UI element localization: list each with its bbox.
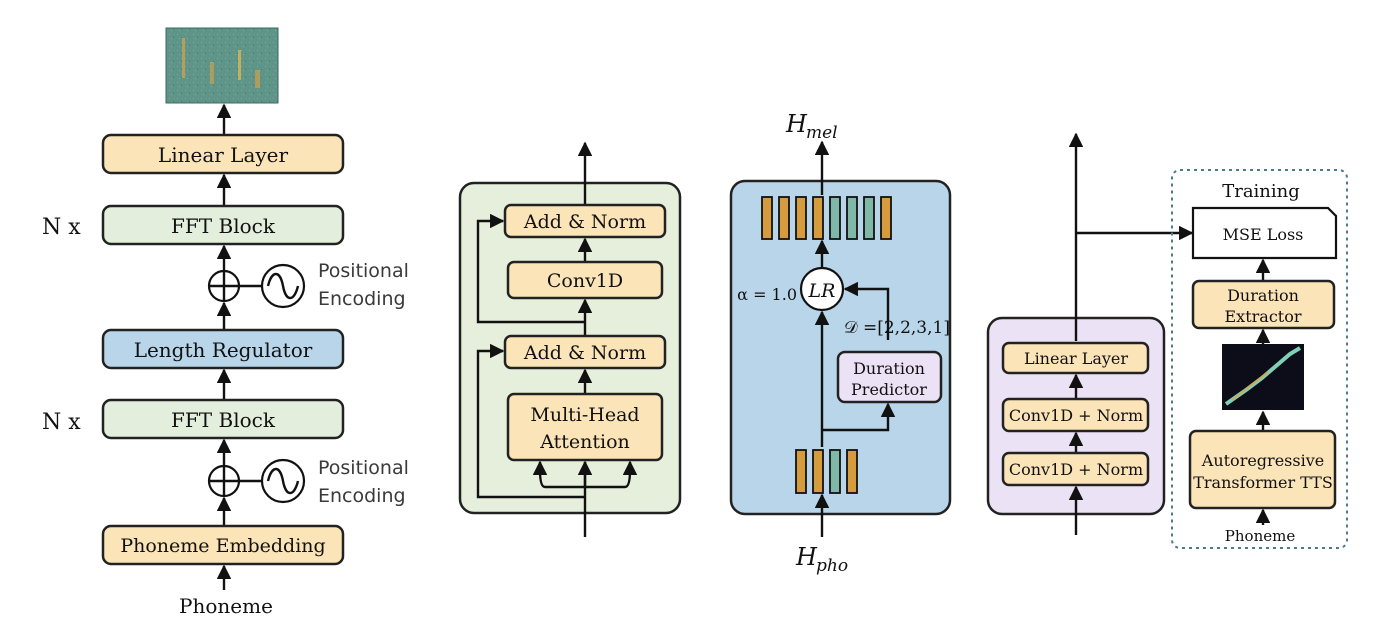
phoneme-embedding-box: [101, 524, 345, 566]
sine-wave-top-icon: [260, 263, 306, 309]
sine-wave-bottom-icon: [260, 458, 306, 504]
duration-extractor-box: [1191, 279, 1336, 330]
length-regulator-label: Length Regulator: [134, 338, 313, 362]
duration-predictor-line2: Predictor: [851, 380, 927, 399]
h-mel-base: H: [785, 110, 808, 138]
lr-label: LR: [808, 280, 836, 302]
length-regulator-container: [729, 179, 952, 516]
pos-enc-top-line1: Positional: [318, 260, 409, 282]
mel-bar: [863, 196, 875, 240]
linear-layer-label: Linear Layer: [158, 143, 289, 167]
mse-loss-label: MSE Loss: [1223, 225, 1304, 244]
mel-bar: [778, 196, 790, 240]
duration-predictor-line1: Duration: [853, 359, 925, 378]
pho-bar: [829, 449, 841, 494]
conv-norm-top-box: [1001, 397, 1150, 433]
n-times-bottom: N x: [42, 410, 81, 435]
pho-bar: [795, 449, 807, 494]
residual-bottom-arrow: [476, 343, 585, 499]
pho-bar: [846, 449, 858, 494]
mse-loss-box: [1191, 206, 1338, 260]
linear-layer-box: [101, 133, 345, 175]
pos-enc-top-line2: Encoding: [318, 288, 406, 310]
to-duration-predictor-arrow: [822, 402, 896, 432]
attn-input-right: [585, 460, 638, 489]
multi-head-attention-box: [506, 392, 664, 462]
mel-bar: [829, 196, 841, 240]
fft-block-bottom-box: [101, 398, 345, 440]
ar-tts-line2: Transformer TTS: [1193, 473, 1333, 492]
add-norm-top-box: [503, 203, 667, 239]
dp-linear-layer-box: [1001, 341, 1150, 375]
phoneme-input-label: Phoneme: [179, 594, 273, 618]
training-label: Training: [1222, 181, 1300, 202]
fft-block-bottom-label: FFT Block: [171, 408, 276, 432]
fft-block-top-box: [101, 204, 345, 246]
panel-d-duration-predictor: Linear Layer Conv1D + Norm Conv1D + Norm…: [986, 132, 1348, 549]
pos-enc-bottom-line1: Positional: [318, 457, 409, 479]
training-container: [1171, 169, 1348, 549]
lr-operator-circle: LR: [799, 266, 845, 312]
duration-to-lr-arrow: [843, 281, 890, 340]
pos-enc-bottom-line2: Encoding: [318, 485, 406, 507]
mel-spectrogram-output: [165, 27, 279, 104]
h-mel-sub: mel: [806, 123, 838, 143]
attn-input-left: [532, 460, 585, 489]
conv-norm-bottom-box: [1001, 451, 1150, 487]
mel-bar: [880, 196, 892, 240]
add-norm-bottom-label: Add & Norm: [523, 342, 646, 364]
duration-extractor-line2: Extractor: [1225, 307, 1302, 326]
dp-linear-layer-label: Linear Layer: [1024, 349, 1128, 368]
ar-tts-line1: Autoregressive: [1201, 451, 1324, 470]
training-phoneme-label: Phoneme: [1225, 527, 1296, 545]
duration-predictor-box: [836, 350, 943, 404]
mel-bar: [846, 196, 858, 240]
phoneme-embedding-label: Phoneme Embedding: [120, 535, 325, 557]
conv1d-label: Conv1D: [547, 270, 623, 292]
pho-bar: [812, 449, 824, 494]
add-circle-bottom-icon: [207, 464, 241, 498]
length-regulator-box: [101, 328, 345, 370]
mel-bar: [795, 196, 807, 240]
attention-alignment-image: [1222, 344, 1304, 410]
duration-extractor-line1: Duration: [1227, 286, 1299, 305]
phoneme-input-bars: [795, 449, 858, 494]
h-pho-base: H: [795, 543, 818, 571]
conv-norm-top-label: Conv1D + Norm: [1009, 406, 1143, 425]
conv1d-box: [506, 260, 664, 300]
add-circle-top-icon: [207, 269, 241, 303]
panel-c-length-regulator: H mel LR α = 1.0 𝒟 =[2,2,3,1] Duration P…: [729, 110, 952, 576]
ar-transformer-tts-box: [1188, 429, 1337, 510]
mha-line2: Attention: [539, 431, 630, 453]
alpha-label: α = 1.0: [737, 285, 797, 304]
panel-a-fastspeech: Linear Layer N x FFT Block Positional En…: [42, 27, 409, 618]
residual-top-arrow: [476, 213, 585, 324]
conv-norm-bottom-label: Conv1D + Norm: [1009, 460, 1143, 479]
panel-b-fft-block: Add & Norm Conv1D Add & Norm Multi-Head …: [458, 141, 682, 537]
duration-seq-label: 𝒟 =[2,2,3,1]: [844, 318, 950, 338]
h-pho-sub: pho: [816, 556, 848, 576]
add-norm-top-label: Add & Norm: [523, 211, 646, 233]
mel-output-bars: [761, 196, 892, 240]
fft-block-top-label: FFT Block: [171, 214, 276, 238]
n-times-top: N x: [42, 215, 81, 240]
mha-line1: Multi-Head: [530, 404, 639, 426]
add-norm-bottom-box: [503, 334, 667, 370]
mel-bar: [812, 196, 824, 240]
mel-bar: [761, 196, 773, 240]
